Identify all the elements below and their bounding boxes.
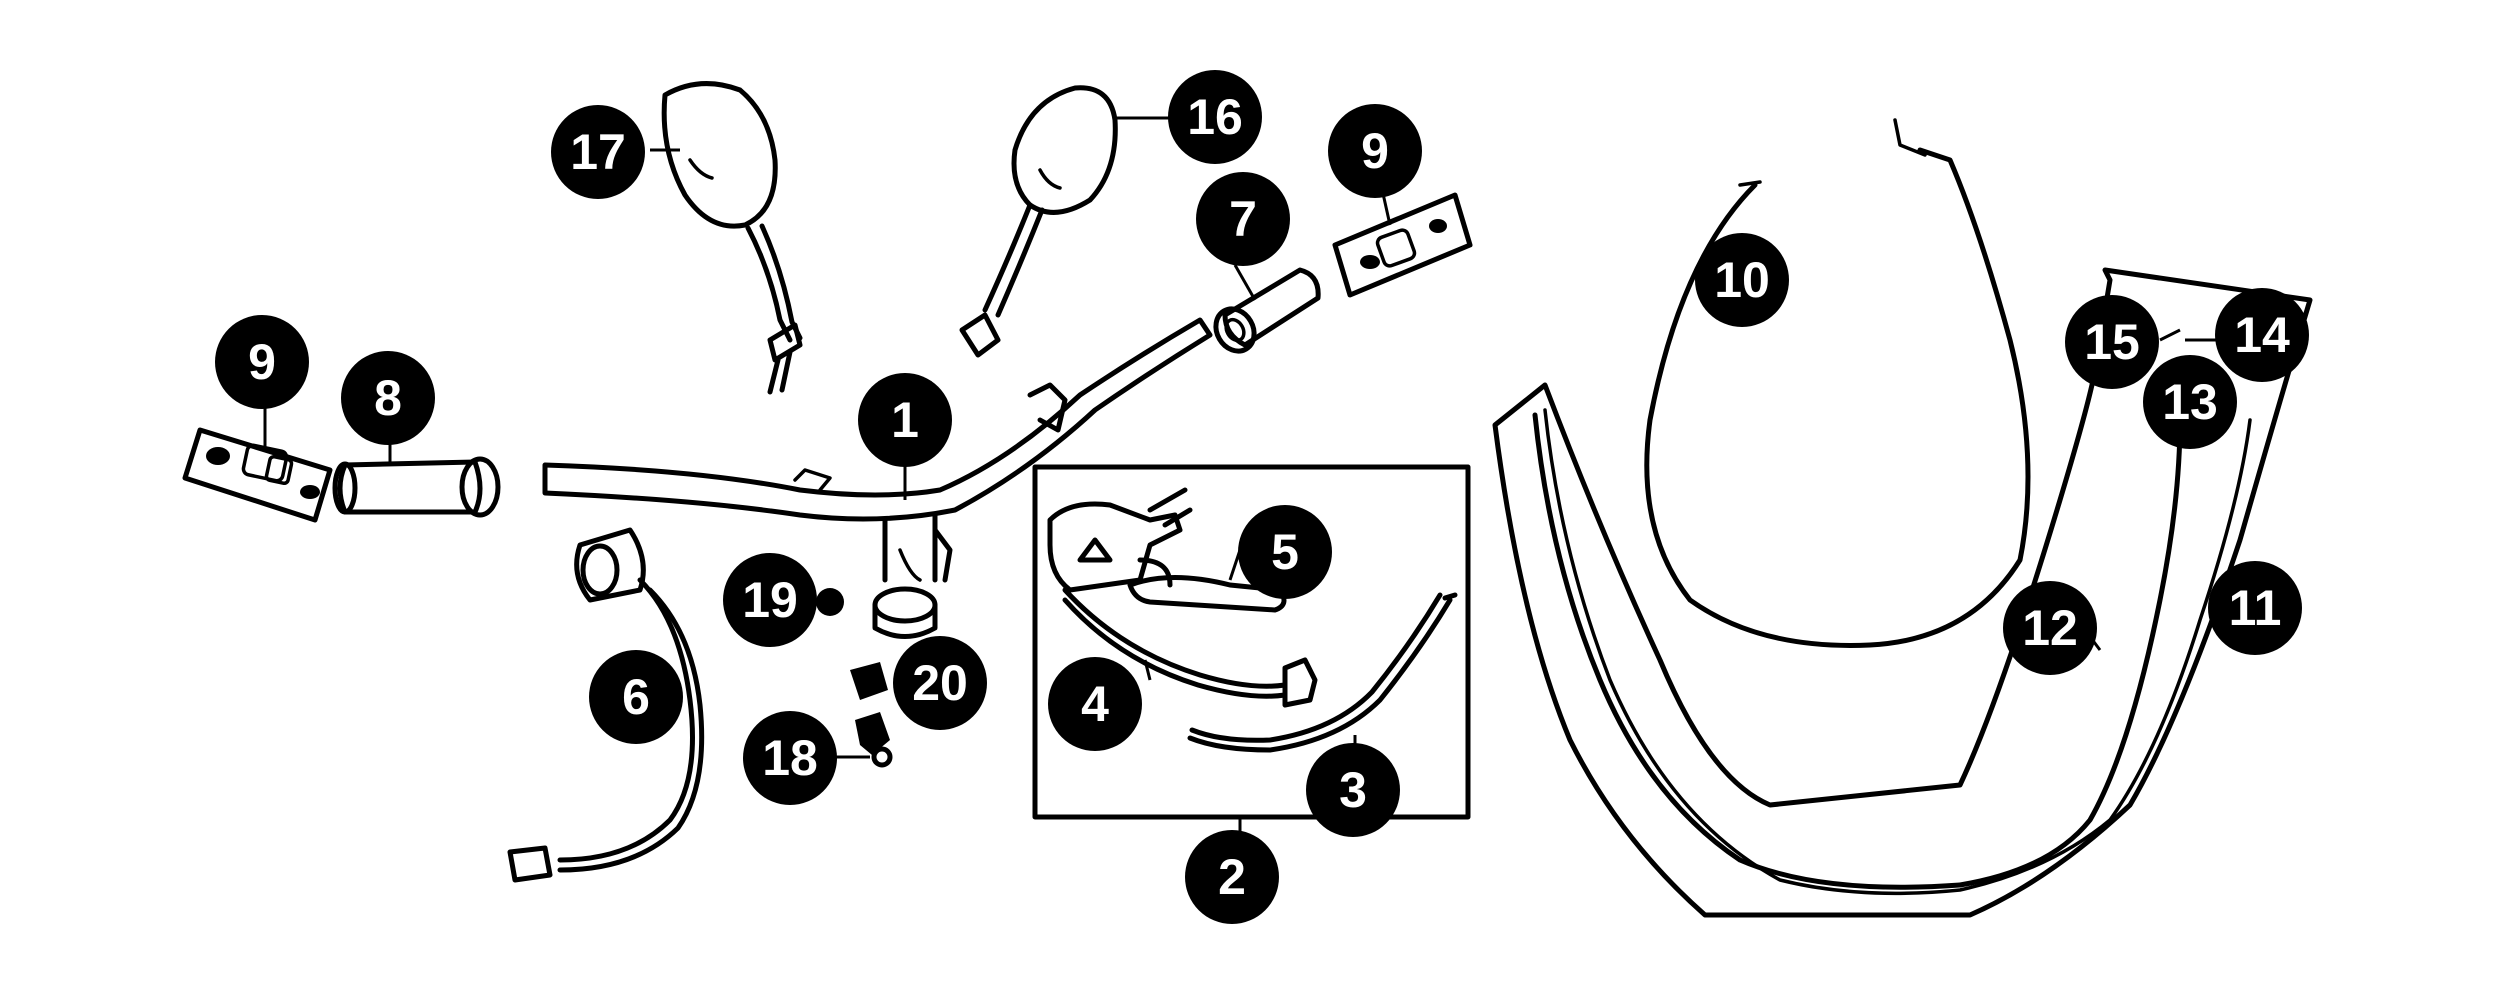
callout-3: 3: [1306, 743, 1400, 837]
brake-cable-3: [1187, 592, 1458, 753]
callout-17: 17: [551, 105, 645, 199]
callout-10: 10: [1695, 233, 1789, 327]
left-switch-housing: [182, 427, 333, 523]
callout-label: 9: [1361, 123, 1389, 179]
callout-8: 8: [341, 351, 435, 445]
callouts: 1 2 3 4 5 6 7 8 9 9 10 11 12 13 14 15 16…: [215, 70, 2309, 924]
callout-label: 19: [742, 572, 798, 628]
brake-assembly-box: [1032, 464, 1471, 820]
callout-12: 12: [2003, 581, 2097, 675]
callout-label: 6: [622, 669, 650, 725]
callout-13: 13: [2143, 355, 2237, 449]
callout-label: 11: [2229, 580, 2282, 636]
callout-label: 1: [891, 392, 919, 448]
callout-20: 20: [893, 636, 987, 730]
callout-label: 2: [1218, 849, 1246, 905]
left-grip: [332, 456, 501, 518]
front-shield-outer: [1492, 267, 2313, 918]
callout-label: 13: [2162, 374, 2218, 430]
callout-label: 12: [2022, 600, 2078, 656]
callout-16: 16: [1168, 70, 1262, 164]
callout-label: 9: [248, 334, 276, 390]
left-mirror: [661, 81, 803, 395]
callout-label: 4: [1081, 676, 1109, 732]
callout-1: 1: [858, 373, 952, 467]
callout-14: 14: [2215, 288, 2309, 382]
brake-master-cylinder: [1047, 487, 1193, 593]
callout-label: 18: [762, 730, 818, 786]
right-mirror: [959, 85, 1118, 358]
callout-label: 10: [1714, 252, 1770, 308]
callout-label: 8: [374, 370, 402, 426]
clamp-18: [855, 712, 893, 768]
callout-label: 14: [2234, 307, 2290, 363]
callout-6: 6: [589, 650, 683, 744]
right-grip: [1213, 267, 1321, 354]
callout-label: 16: [1187, 89, 1243, 145]
callout-15: 15: [2065, 295, 2159, 389]
callout-label: 20: [912, 655, 968, 711]
brake-hose-4: [1062, 587, 1318, 708]
callout-5: 5: [1238, 505, 1332, 599]
callout-4: 4: [1048, 657, 1142, 751]
callout-label: 17: [570, 124, 626, 180]
callout-9-right: 9: [1328, 104, 1422, 198]
callout-19: 19: [723, 553, 817, 647]
callout-18: 18: [743, 711, 837, 805]
callout-label: 3: [1339, 762, 1367, 818]
throttle-cable: [507, 527, 705, 883]
front-shield-inner: [1644, 118, 2031, 648]
callout-11: 11: [2208, 561, 2302, 655]
callout-2: 2: [1185, 830, 1279, 924]
right-switch-housing: [1332, 192, 1473, 298]
callout-label: 7: [1229, 191, 1257, 247]
callout-7: 7: [1196, 172, 1290, 266]
handlebar: [542, 317, 1213, 639]
callout-9-left: 9: [215, 315, 309, 409]
callout-label: 5: [1271, 524, 1299, 580]
callout-label: 15: [2084, 314, 2140, 370]
